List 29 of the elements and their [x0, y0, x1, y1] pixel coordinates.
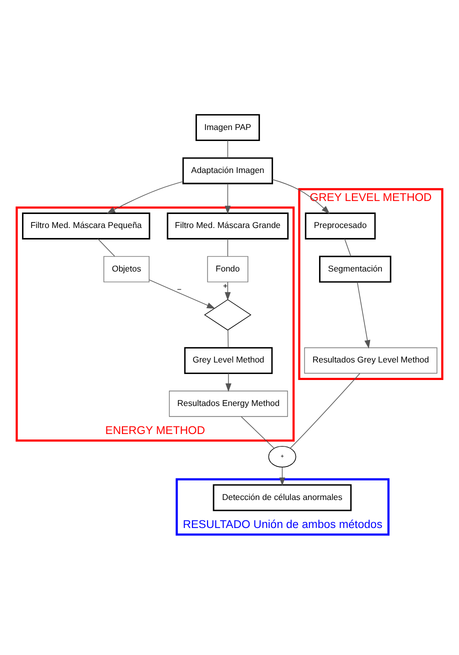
node-box: Imagen PAP [196, 114, 260, 142]
node-box: Resultados Energy Method [168, 390, 288, 417]
node-box: Fondo [207, 256, 248, 282]
connector [97, 238, 116, 257]
node-box: Detección de células anormales [212, 484, 352, 512]
connector [240, 416, 274, 449]
node-box: Filtro Med. Máscara Pequeña [22, 212, 150, 240]
arrow [148, 279, 216, 309]
node-box: Preprocesado [304, 212, 376, 240]
node-box: Resultados Grey Level Method [304, 347, 438, 374]
connector [227, 238, 228, 257]
arrow [106, 181, 184, 214]
connector [228, 330, 229, 348]
arrow [224, 183, 231, 214]
node-box: Segmentación [319, 256, 392, 283]
connector [344, 238, 352, 257]
edge-label: − [176, 284, 182, 294]
connector [290, 373, 360, 449]
edge-label: + [222, 281, 228, 290]
arrow [356, 282, 370, 349]
arrow [225, 372, 232, 392]
node-box: Grey Level Method [184, 347, 273, 374]
node-box: Objetos [103, 256, 150, 282]
node-box: Filtro Med. Máscara Grande [166, 212, 289, 240]
arrow [272, 179, 330, 214]
connector [227, 140, 228, 158]
arrow [224, 282, 231, 301]
node-box: Adaptación Imagen [182, 157, 274, 184]
arrow [279, 467, 286, 486]
